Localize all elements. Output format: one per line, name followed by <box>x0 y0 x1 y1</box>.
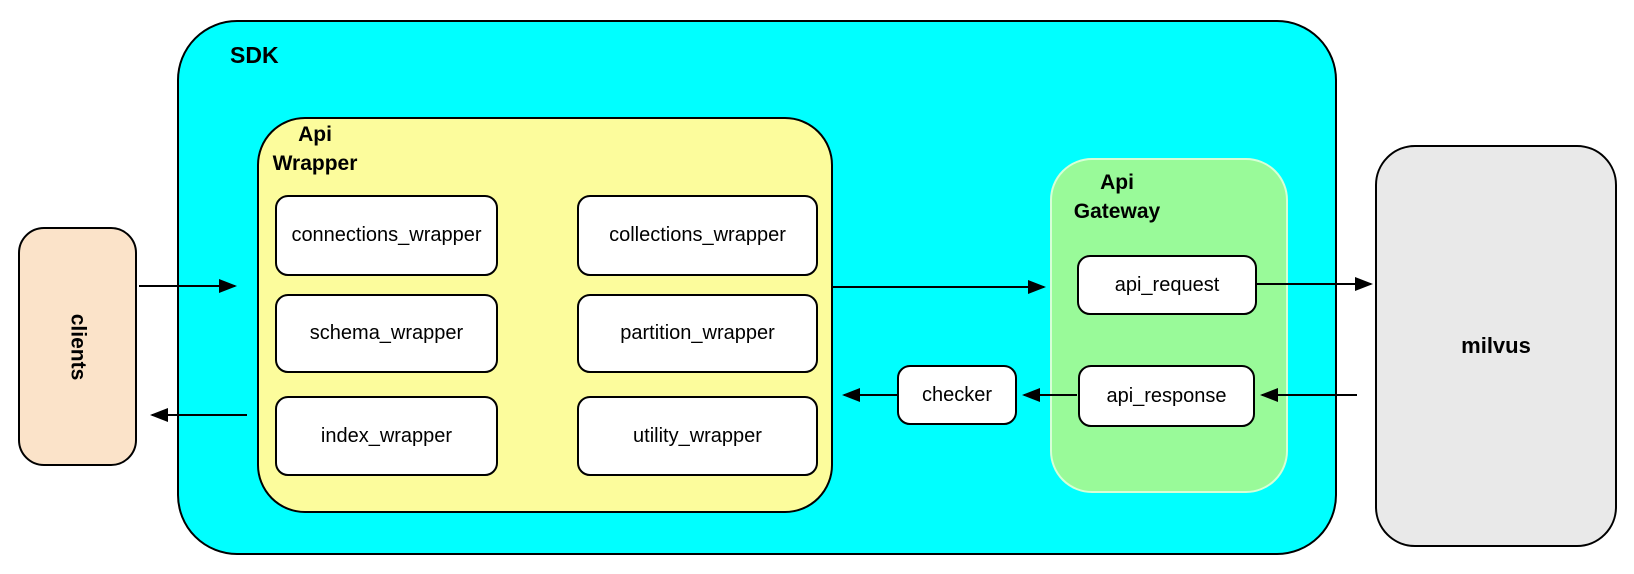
api-wrapper-label-line1: Api <box>298 123 332 146</box>
api-gateway-label-line1: Api <box>1100 171 1134 194</box>
partition-wrapper-box: partition_wrapper <box>577 294 818 373</box>
api-response-box: api_response <box>1078 365 1255 427</box>
collections-wrapper-box: collections_wrapper <box>577 195 818 276</box>
api-gateway-label-line2: Gateway <box>1073 200 1161 223</box>
api-gateway-container <box>1050 158 1288 493</box>
api-request-box: api_request <box>1077 255 1257 315</box>
api-wrapper-label: Api Wrapper <box>256 120 374 178</box>
connections-wrapper-box: connections_wrapper <box>275 195 498 276</box>
api-gateway-label: Api Gateway <box>1058 168 1176 226</box>
schema-wrapper-box: schema_wrapper <box>275 294 498 373</box>
utility-wrapper-box: utility_wrapper <box>577 396 818 476</box>
api-wrapper-label-line2: Wrapper <box>272 152 358 175</box>
milvus-box: milvus <box>1375 145 1617 547</box>
index-wrapper-box: index_wrapper <box>275 396 498 476</box>
sdk-label: SDK <box>230 42 279 68</box>
checker-box: checker <box>897 365 1017 425</box>
clients-label: clients <box>66 313 90 380</box>
clients-box: clients <box>18 227 137 466</box>
